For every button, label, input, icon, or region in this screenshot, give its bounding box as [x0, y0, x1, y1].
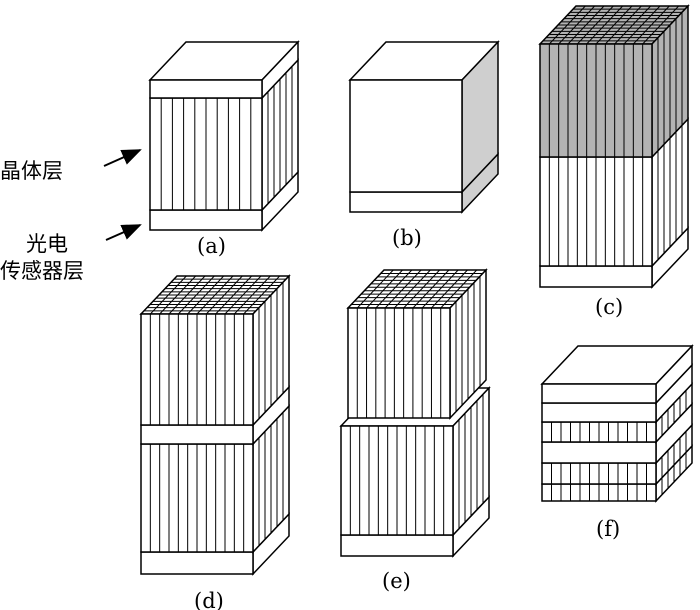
e-top-grid [440, 269, 478, 309]
e-top-grid [421, 269, 459, 309]
e-top-grid [431, 269, 468, 309]
panel-f-label: (f) [596, 517, 620, 541]
panel-a-single-crystal-sensor [148, 40, 300, 232]
panel-b-monolithic-block [348, 40, 500, 214]
c-sensor-front-face [539, 265, 653, 288]
d-middle-sensor-front-face [140, 424, 254, 445]
a-sensor-front-face [149, 209, 263, 231]
d-top-grid [243, 275, 281, 315]
b-sensor-front-face [349, 191, 463, 213]
panel-d-label: (d) [194, 589, 224, 610]
f-layer-3-front-face [541, 441, 657, 464]
e-top-grid [384, 269, 422, 309]
sensor-layer-label-line1: 光电 [26, 232, 68, 256]
f-layer-5-front-face [541, 402, 657, 423]
sensor-layer-label-line2: 传感器层 [0, 259, 84, 283]
panel-a-label: (a) [197, 234, 226, 258]
e-top-grid [412, 269, 450, 309]
e-top-grid [356, 269, 394, 309]
c-top-grid [642, 5, 680, 45]
crystal-layer-label: 晶体层 [0, 159, 63, 183]
panel-c-label: (c) [595, 295, 623, 319]
sensor-arrow [105, 224, 142, 241]
e-top-grid [394, 269, 431, 309]
panel-b-label: (b) [392, 226, 422, 250]
panel-d-dual-layer-array [139, 274, 291, 576]
panel-c-pixelated-array [538, 4, 690, 289]
panel-e-offset-dual-layer [339, 268, 491, 558]
e-top-grid [366, 269, 403, 309]
f-layer-6-front-face [541, 383, 657, 404]
a-cap-front-face [149, 79, 263, 99]
e-upper-crystal-front-face [347, 307, 451, 419]
panel-e-label: (e) [382, 569, 411, 593]
crystal-arrow [103, 149, 142, 167]
d-sensor-front-face [140, 551, 254, 575]
e-sensor-front-face [340, 534, 454, 557]
e-top-grid [403, 269, 440, 309]
b-crystal-front-face [349, 79, 463, 193]
e-top-grid [375, 269, 413, 309]
panel-f-multilayer-stack [540, 344, 694, 503]
